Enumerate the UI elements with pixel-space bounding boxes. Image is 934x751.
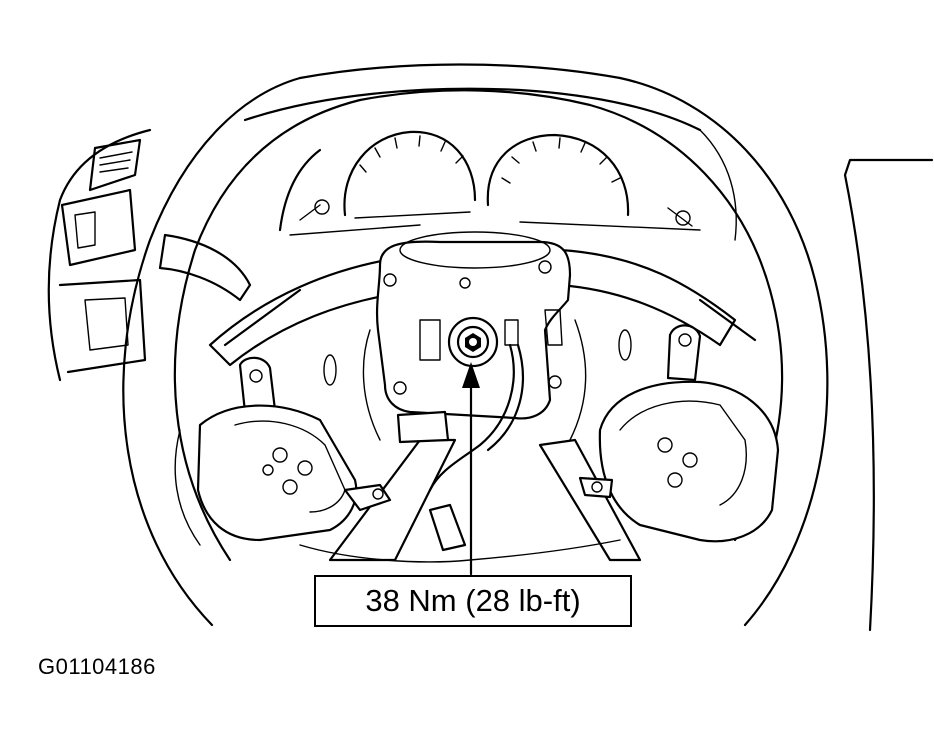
wire-harness	[396, 343, 524, 552]
torque-spec-label: 38 Nm (28 lb-ft)	[365, 583, 581, 618]
wheel-spokes	[208, 248, 757, 562]
torque-callout: 38 Nm (28 lb-ft)	[314, 575, 632, 627]
leader-arrow	[462, 362, 480, 576]
wheel-rim-outer	[122, 76, 829, 627]
left-stalk-controls	[47, 128, 252, 382]
figure-id: G01104186	[38, 654, 156, 679]
wheel-rim-top	[298, 63, 622, 80]
instrument-cluster	[243, 87, 737, 241]
right-switch-pod	[578, 324, 780, 543]
center-bolt	[447, 316, 499, 368]
left-switch-pod	[196, 356, 392, 542]
wheel-rim-inner	[173, 89, 784, 562]
right-panel-edge	[843, 158, 934, 632]
